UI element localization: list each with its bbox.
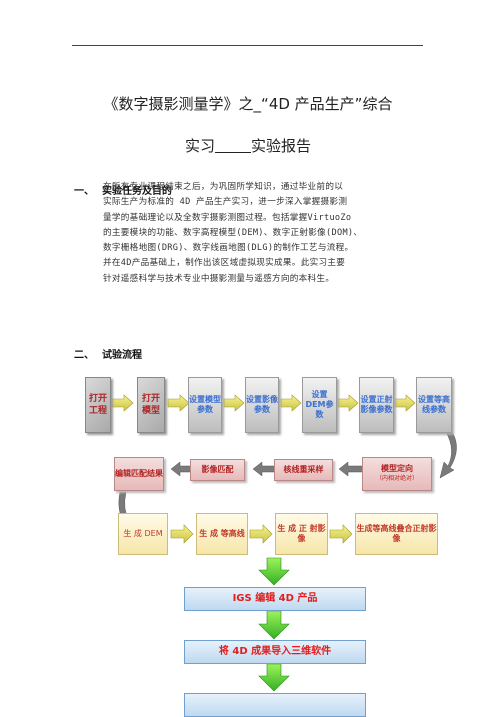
section-1-body: 在所有专业课程结束之后，为巩固所学知识，通过毕业前的以 实际生产为标准的 4D …	[103, 180, 423, 287]
flow-step-igs-edit-4d: IGS 编辑 4D 产品	[184, 587, 366, 611]
section-2-title: 试验流程	[102, 350, 142, 361]
flow-step-generate-orthophoto: 生 成 正 射影像	[275, 513, 328, 555]
doc-title-line1: 《数字摄影测量学》之_“4D 产品生产”综合	[103, 95, 393, 113]
section-1-number: 一、	[74, 186, 94, 197]
arrow-down	[258, 610, 290, 640]
arrow-right	[223, 394, 245, 412]
flow-step-open-model: 打开模型	[137, 377, 165, 433]
arrow-right	[394, 394, 416, 412]
section-2-heading: 二、试验流程	[74, 346, 142, 361]
flow-step-set-ortho-params: 设置正射影像参数	[359, 377, 394, 433]
flow-step-generate-contours: 生 成 等高线	[196, 513, 248, 555]
flow-step-model-orientation-sub: （内相对绝对）	[375, 475, 418, 482]
arrow-left	[252, 461, 277, 477]
flow-step-set-contour-params: 设置等高线参数	[416, 377, 452, 433]
arrow-right	[337, 394, 359, 412]
body-line: 数字栅格地图(DRG)、数字线画地图(DLG)的制作工艺与流程。	[103, 243, 354, 254]
flow-step-set-model-params: 设置模型参数	[188, 377, 222, 433]
title-blank-underline	[215, 138, 251, 153]
arrow-right	[249, 524, 273, 544]
section-1-title: 实验任务及目的	[102, 186, 172, 197]
arrow-down	[258, 663, 290, 692]
arrow-right	[170, 524, 194, 544]
flow-step-generate-dem: 生 成 DEM	[118, 513, 168, 555]
arrow-right	[280, 394, 302, 412]
flow-step-edit-match-results: 编辑匹配结果	[114, 457, 164, 491]
flow-step-contour-overlay-orthophoto: 生成等高线叠合正射影像	[355, 513, 438, 555]
title-part-b: 实验报告	[251, 137, 312, 155]
body-line: 针对遥感科学与技术专业中摄影测量与遥感方向的本科生。	[103, 273, 335, 284]
flow-step-image-matching: 影像匹配	[190, 459, 245, 481]
body-line: 的主要模块的功能、数字高程模型(DEM)、数字正射影像(DOM)、	[103, 227, 363, 238]
arrow-right	[167, 394, 190, 412]
section-1-heading: 一、实验任务及目的	[74, 182, 172, 197]
title-part-a: 实习	[184, 137, 215, 155]
flow-step-set-image-params: 设置影像参数	[245, 377, 279, 433]
flow-step-model-orientation: 模型定向 （内相对绝对）	[362, 457, 432, 491]
flow-step-open-project: 打开工程	[85, 377, 111, 433]
arrow-curve-down	[439, 431, 457, 479]
arrow-right	[329, 524, 353, 544]
arrow-left	[338, 461, 365, 477]
flow-step-set-dem-params: 设置DEM参数	[302, 377, 337, 433]
arrow-left	[170, 461, 193, 477]
doc-title-line2: 实习 实验报告	[0, 135, 496, 156]
flow-step-next	[184, 693, 366, 717]
body-line: 实际生产为标准的 4D 产品生产实习，进一步深入掌握摄影测	[103, 197, 348, 208]
flow-step-model-orientation-label: 模型定向	[381, 464, 413, 473]
flow-step-import-3d-software: 将 4D 成果导入三维软件	[184, 640, 366, 664]
arrow-down	[258, 557, 290, 586]
body-line: 量学的基础理论以及全数字摄影测图过程。包括掌握VirtuoZo	[103, 212, 352, 223]
flow-step-epipolar-resampling: 核线重采样	[274, 459, 333, 481]
body-line: 在所有专业课程结束之后，为巩固所学知识，通过毕业前的以	[103, 182, 344, 192]
body-line: 并在4D产品基础上，制作出该区域虚拟现实成果。此实习主要	[103, 258, 346, 269]
arrow-right	[111, 394, 134, 412]
header-rule	[72, 45, 423, 46]
section-2-number: 二、	[74, 350, 94, 361]
